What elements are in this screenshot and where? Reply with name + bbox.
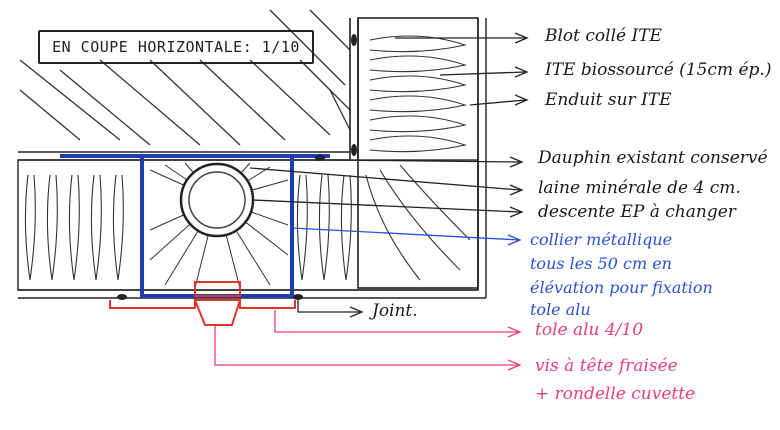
label-laine: laine minérale de 4 cm.: [538, 178, 741, 198]
label-collier-line3: élévation pour fixation: [530, 278, 713, 297]
downpipe-inner: [188, 171, 246, 229]
alu-sheet: [109, 281, 296, 326]
label-descente: descente EP à changer: [538, 202, 736, 222]
label-joint: Joint.: [372, 301, 418, 321]
label-ite: ITE biossourcé (15cm ép.): [545, 60, 772, 80]
drawing-title: EN COUPE HORIZONTALE: 1/10: [38, 30, 314, 64]
label-collier-line2: tous les 50 cm en: [530, 254, 672, 273]
label-enduit: Enduit sur ITE: [545, 90, 672, 110]
label-tole: tole alu 4/10: [535, 320, 644, 340]
leader-lines-black: [249, 32, 529, 318]
label-vis-line1: vis à tête fraisée: [535, 356, 678, 376]
existing-wall-hatching: [19, 9, 351, 146]
leader-lines-pink: [214, 310, 522, 371]
label-dauphin: Dauphin existant conservé: [538, 148, 768, 168]
label-collier-line4: tole alu: [530, 300, 591, 319]
label-collier-line1: collier métallique: [530, 230, 673, 249]
label-blot: Blot collé ITE: [545, 26, 662, 46]
leader-line-blue: [291, 227, 522, 246]
joint-marks: [117, 34, 357, 300]
horizontal-insulation: [17, 159, 479, 291]
ite-insulation-waves: [369, 35, 468, 153]
label-vis-line2: + rondelle cuvette: [535, 384, 696, 404]
horizontal-insulation-waves: [24, 164, 471, 281]
